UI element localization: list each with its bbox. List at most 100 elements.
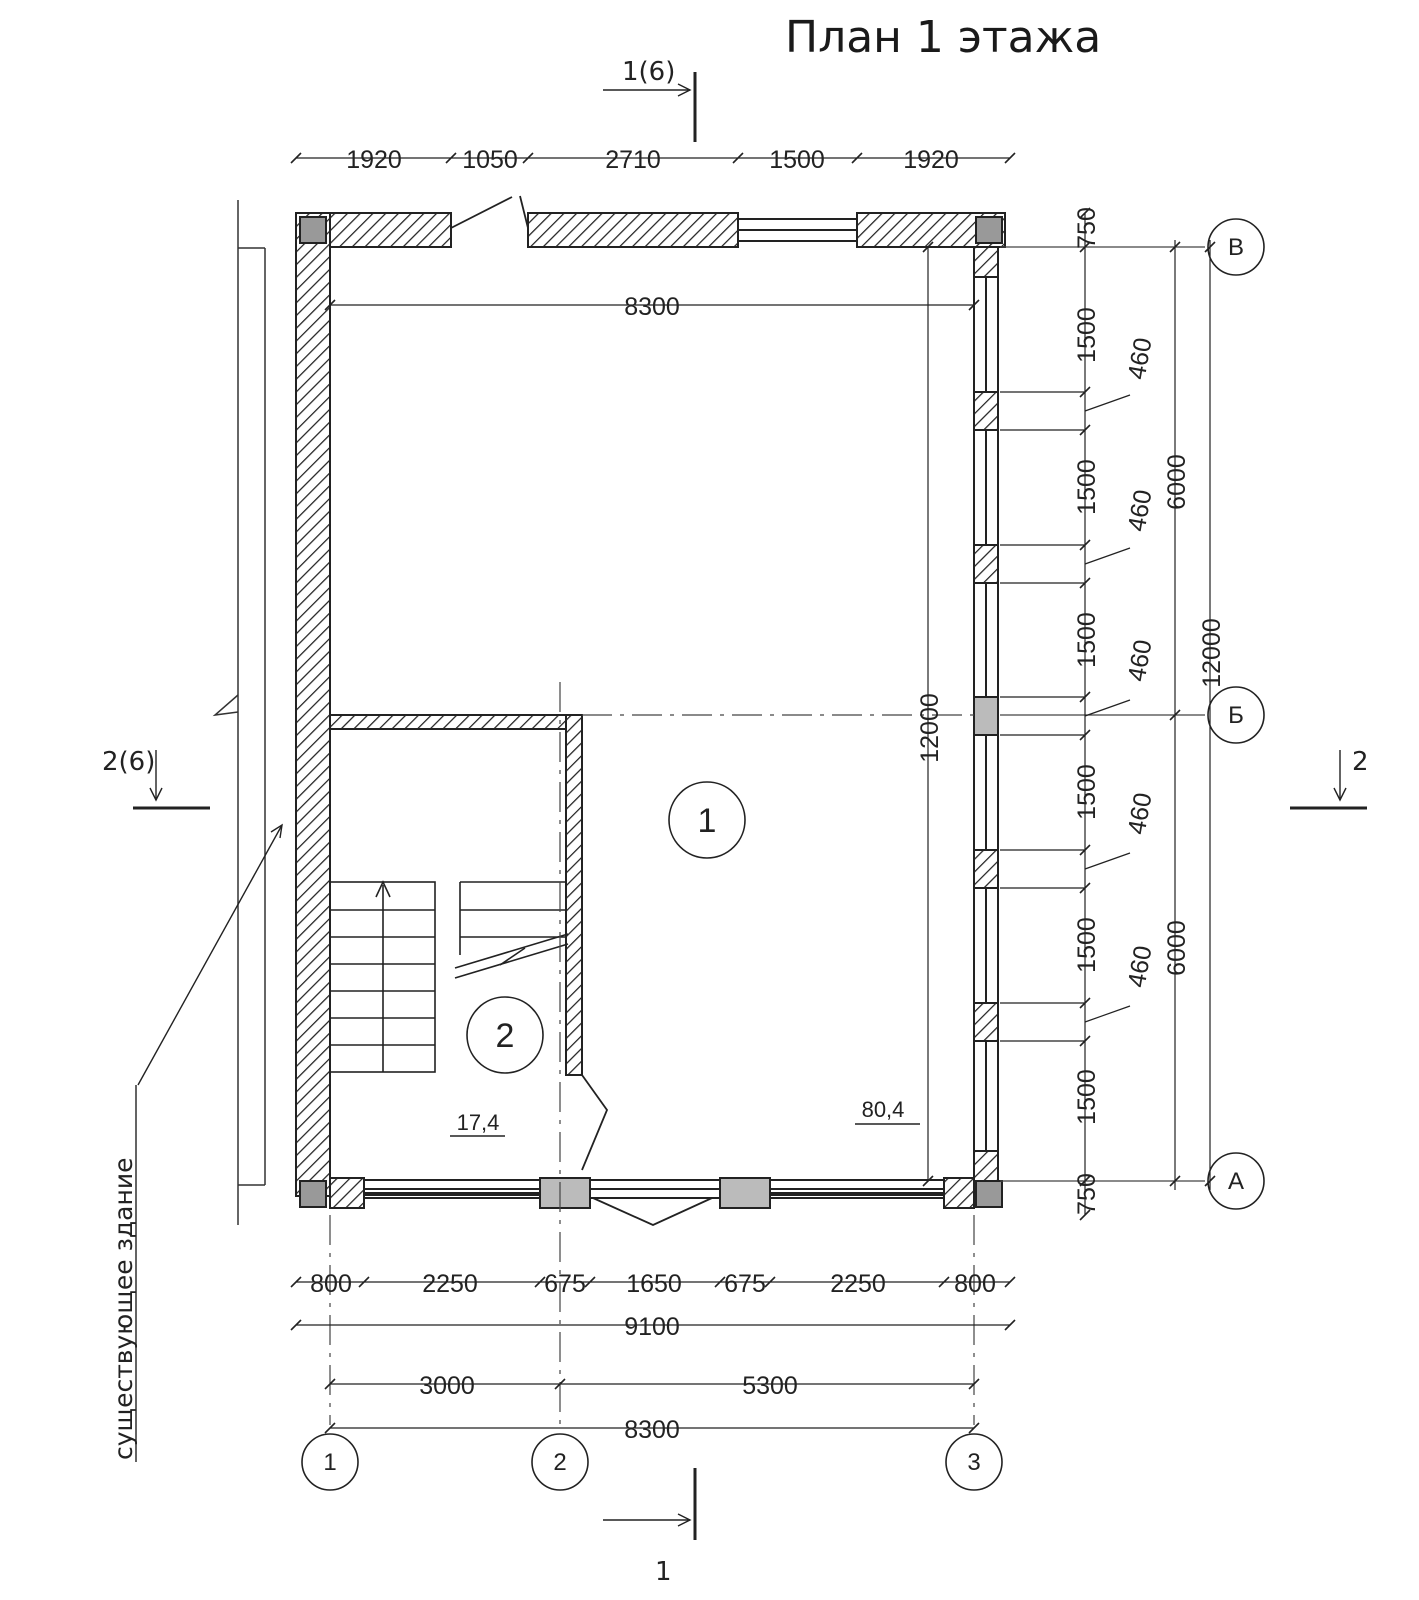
existing-building-note: существующее здание xyxy=(109,1158,138,1460)
dim-inner-12000: 12000 xyxy=(916,693,944,763)
axis-marker-2: 2 xyxy=(531,1433,589,1491)
dim-bottom-3: 1650 xyxy=(626,1270,682,1298)
dim-pier-2: 460 xyxy=(1123,638,1158,684)
dim-total-9100: 9100 xyxy=(624,1313,680,1341)
dim-axes-total: 8300 xyxy=(624,1416,680,1444)
section-label-top: 1(6) xyxy=(622,57,675,87)
existing-building-outline xyxy=(212,200,266,1225)
dim-right-4: 1500 xyxy=(1073,764,1101,820)
dim-top-1: 1050 xyxy=(462,146,518,174)
section-label-bottom: 1 xyxy=(655,1557,672,1587)
section-label-right: 2 xyxy=(1352,747,1369,777)
dim-tick xyxy=(714,1276,726,1288)
axis-label-2: 2 xyxy=(553,1449,566,1476)
room-number-2: 2 xyxy=(496,1017,515,1055)
dim-axes-1: 5300 xyxy=(742,1372,798,1400)
dim-tick xyxy=(1004,1276,1016,1288)
dim-pier-4: 460 xyxy=(1123,944,1158,990)
dim-top-4: 1920 xyxy=(903,146,959,174)
dim-top-3: 1500 xyxy=(769,146,825,174)
dimension-texts-top: 1920 1050 2710 1500 1920 8300 xyxy=(346,146,959,321)
dim-bottom-0: 800 xyxy=(310,1270,352,1298)
stairs xyxy=(329,880,569,1073)
dim-tick xyxy=(290,152,302,164)
dim-inner-width: 8300 xyxy=(624,293,680,321)
dim-tick xyxy=(534,1276,546,1288)
axis-label-b: Б xyxy=(1228,702,1244,729)
dim-tick xyxy=(732,152,744,164)
dim-top-0: 1920 xyxy=(346,146,402,174)
dim-tick xyxy=(1204,241,1216,253)
dim-tick xyxy=(324,299,336,311)
dim-tick xyxy=(1079,241,1091,253)
doors xyxy=(450,195,713,1226)
dim-bottom-6: 800 xyxy=(954,1270,996,1298)
dim-pier-1: 460 xyxy=(1123,488,1158,534)
dim-tick xyxy=(1169,709,1181,721)
room-markers: 1 2 80,4 17,4 xyxy=(450,781,920,1137)
dim-right-7: 750 xyxy=(1073,1173,1101,1215)
dim-tick xyxy=(1169,241,1181,253)
axis-marker-b: Б xyxy=(1207,686,1265,744)
dim-tick xyxy=(584,1276,596,1288)
section-label-left: 2(6) xyxy=(102,747,155,777)
axis-marker-1: 1 xyxy=(301,1433,359,1491)
dim-right-3: 1500 xyxy=(1073,612,1101,668)
dim-bottom-2: 675 xyxy=(544,1270,586,1298)
dim-tick xyxy=(1079,207,1091,219)
plan-title: План 1 этажа xyxy=(785,12,1101,63)
axis-label-1: 1 xyxy=(323,1449,336,1476)
axis-marker-a: А xyxy=(1207,1152,1265,1210)
dim-tick xyxy=(922,1175,934,1187)
dim-bottom-4: 675 xyxy=(724,1270,766,1298)
axis-marker-v: В xyxy=(1207,218,1265,276)
dim-bottom-5: 2250 xyxy=(830,1270,886,1298)
dim-tick xyxy=(968,1422,980,1434)
dim-right-0: 750 xyxy=(1073,207,1101,249)
axis-label-3: 3 xyxy=(967,1449,980,1476)
dimension-texts-bottom: 800 2250 675 1650 675 2250 800 9100 3000… xyxy=(310,1270,996,1444)
axis-lines xyxy=(329,246,1205,1425)
dim-tick xyxy=(1079,1175,1091,1187)
axis-markers: 1 2 3 В Б А xyxy=(301,218,1265,1491)
walls xyxy=(295,212,1006,1209)
dim-total-12000: 12000 xyxy=(1198,618,1226,688)
dim-half-1: 6000 xyxy=(1163,920,1191,976)
room-area-1: 80,4 xyxy=(862,1097,905,1122)
dim-tick xyxy=(968,1378,980,1390)
dim-tick xyxy=(1004,1319,1016,1331)
dim-tick xyxy=(358,1276,370,1288)
dim-tick xyxy=(922,241,934,253)
dim-tick xyxy=(764,1276,776,1288)
dim-top-2: 2710 xyxy=(605,146,661,174)
dim-right-5: 1500 xyxy=(1073,917,1101,973)
dim-pier-0: 460 xyxy=(1123,336,1158,382)
dim-tick xyxy=(290,1319,302,1331)
dim-tick xyxy=(554,1378,566,1390)
dim-bottom-1: 2250 xyxy=(422,1270,478,1298)
dim-tick xyxy=(938,1276,950,1288)
dim-tick xyxy=(445,152,457,164)
dim-right-2: 1500 xyxy=(1073,459,1101,515)
dim-tick xyxy=(290,1276,302,1288)
axis-marker-3: 3 xyxy=(945,1433,1003,1491)
dim-pier-3: 460 xyxy=(1123,791,1158,837)
dim-tick xyxy=(1169,1175,1181,1187)
pier-leaders xyxy=(1000,391,1131,1042)
dim-tick xyxy=(324,1422,336,1434)
dimension-texts-right: 750 1500 1500 1500 1500 1500 1500 750 46… xyxy=(916,207,1226,1215)
dimension-lines xyxy=(296,157,1211,1429)
dim-tick xyxy=(1079,1209,1091,1221)
dim-axes-0: 3000 xyxy=(419,1372,475,1400)
dim-tick xyxy=(1004,152,1016,164)
dim-half-0: 6000 xyxy=(1163,454,1191,510)
axis-label-a: А xyxy=(1228,1168,1244,1195)
dim-right-6: 1500 xyxy=(1073,1069,1101,1125)
dim-tick xyxy=(1204,1175,1216,1187)
section-marks xyxy=(133,72,1367,1540)
room-number-1: 1 xyxy=(698,802,717,840)
dim-tick xyxy=(324,1378,336,1390)
dim-tick xyxy=(968,299,980,311)
dim-tick xyxy=(851,152,863,164)
